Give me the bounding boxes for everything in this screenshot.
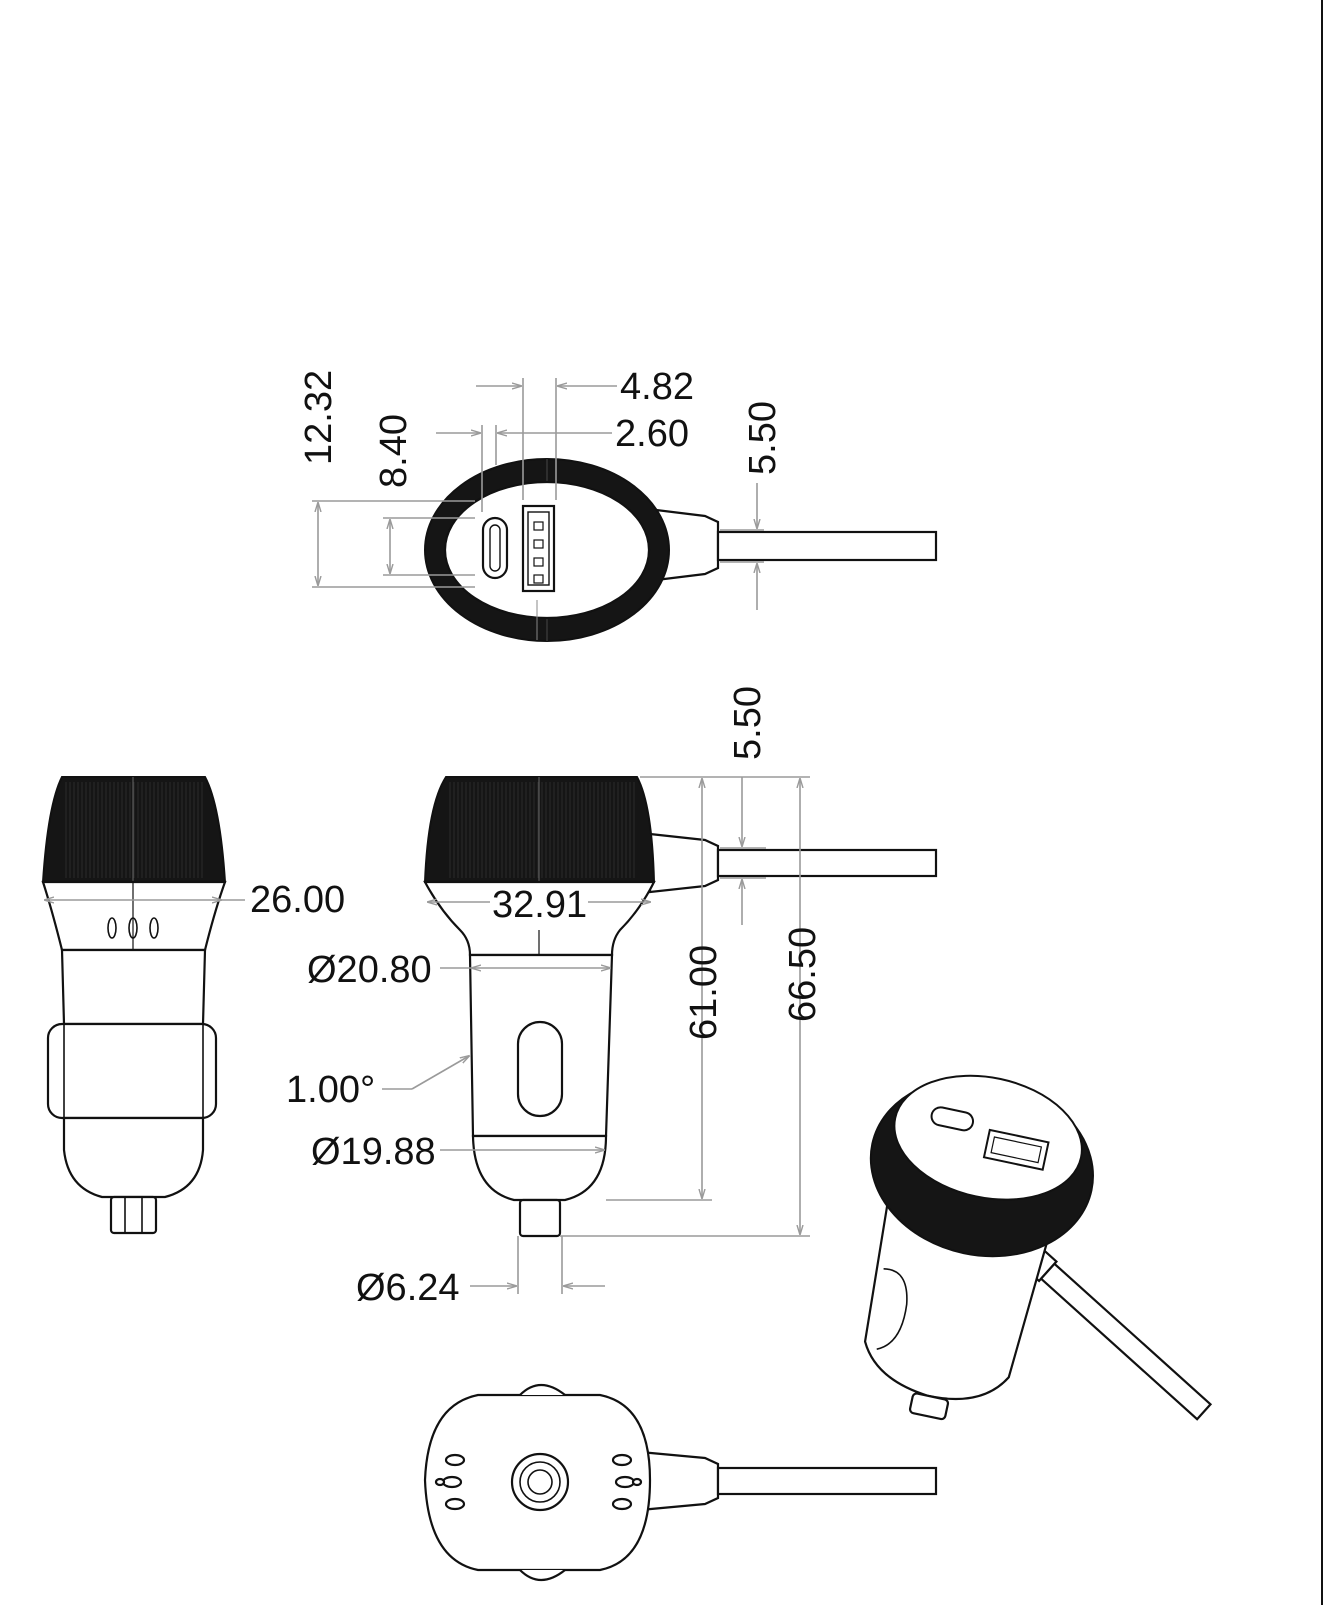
dim-length-to-shoulder: 61.00 xyxy=(683,945,725,1040)
dim-barrel-diameter: Ø20.80 xyxy=(307,949,432,991)
dim-overall-length: 66.50 xyxy=(782,927,824,1022)
top-view: 12.32 8.40 4.82 2.60 5.50 xyxy=(298,366,938,642)
bottom-vent xyxy=(441,1475,463,1489)
dim-front-cable-diameter: 5.50 xyxy=(727,686,769,760)
bottom-vent xyxy=(444,1497,466,1511)
bottom-vent xyxy=(611,1453,633,1467)
dim-front-head-width: 32.91 xyxy=(492,884,587,926)
front-view-slot xyxy=(516,1020,564,1118)
iso-usb-a xyxy=(982,1128,1050,1171)
usb-c-port xyxy=(481,516,509,580)
dim-draft-angle: 1.00° xyxy=(286,1069,375,1111)
dim-port-c-height: 8.40 xyxy=(373,414,415,488)
top-view-dimensions xyxy=(312,378,764,610)
front-view-cable xyxy=(648,832,938,894)
dim-barrel-tip-diameter: Ø19.88 xyxy=(311,1131,436,1173)
dim-port-a-width: 4.82 xyxy=(620,366,694,408)
front-view-tip xyxy=(518,1198,562,1238)
bottom-vent xyxy=(444,1453,466,1467)
side-view-body xyxy=(41,880,227,952)
head-rib-texture xyxy=(449,782,635,878)
head-rib-texture xyxy=(65,782,203,878)
dim-port-c-width: 2.60 xyxy=(615,413,689,455)
bottom-view-cable xyxy=(638,1450,938,1512)
bottom-view xyxy=(423,1383,938,1582)
front-view-dimensions xyxy=(382,776,810,1294)
dim-top-cable-diameter: 5.50 xyxy=(742,401,784,475)
usb-a-port xyxy=(521,504,556,593)
dim-overall-height: 12.32 xyxy=(298,370,340,465)
front-view: 32.91 Ø20.80 1.00° Ø19.88 Ø6.24 5.50 61.… xyxy=(286,686,938,1309)
bottom-vent xyxy=(611,1497,633,1511)
side-view-spring-clip xyxy=(46,1022,218,1120)
isometric-view xyxy=(863,1074,1213,1421)
side-vent xyxy=(149,917,159,939)
side-vent xyxy=(107,917,117,939)
dim-side-head-width: 26.00 xyxy=(250,879,345,921)
side-vent xyxy=(128,917,138,939)
side-view-tip xyxy=(109,1195,158,1235)
dim-tip-diameter: Ø6.24 xyxy=(356,1267,460,1309)
top-view-cable xyxy=(638,506,938,584)
iso-usb-c xyxy=(930,1106,975,1132)
bottom-vent xyxy=(614,1475,636,1489)
